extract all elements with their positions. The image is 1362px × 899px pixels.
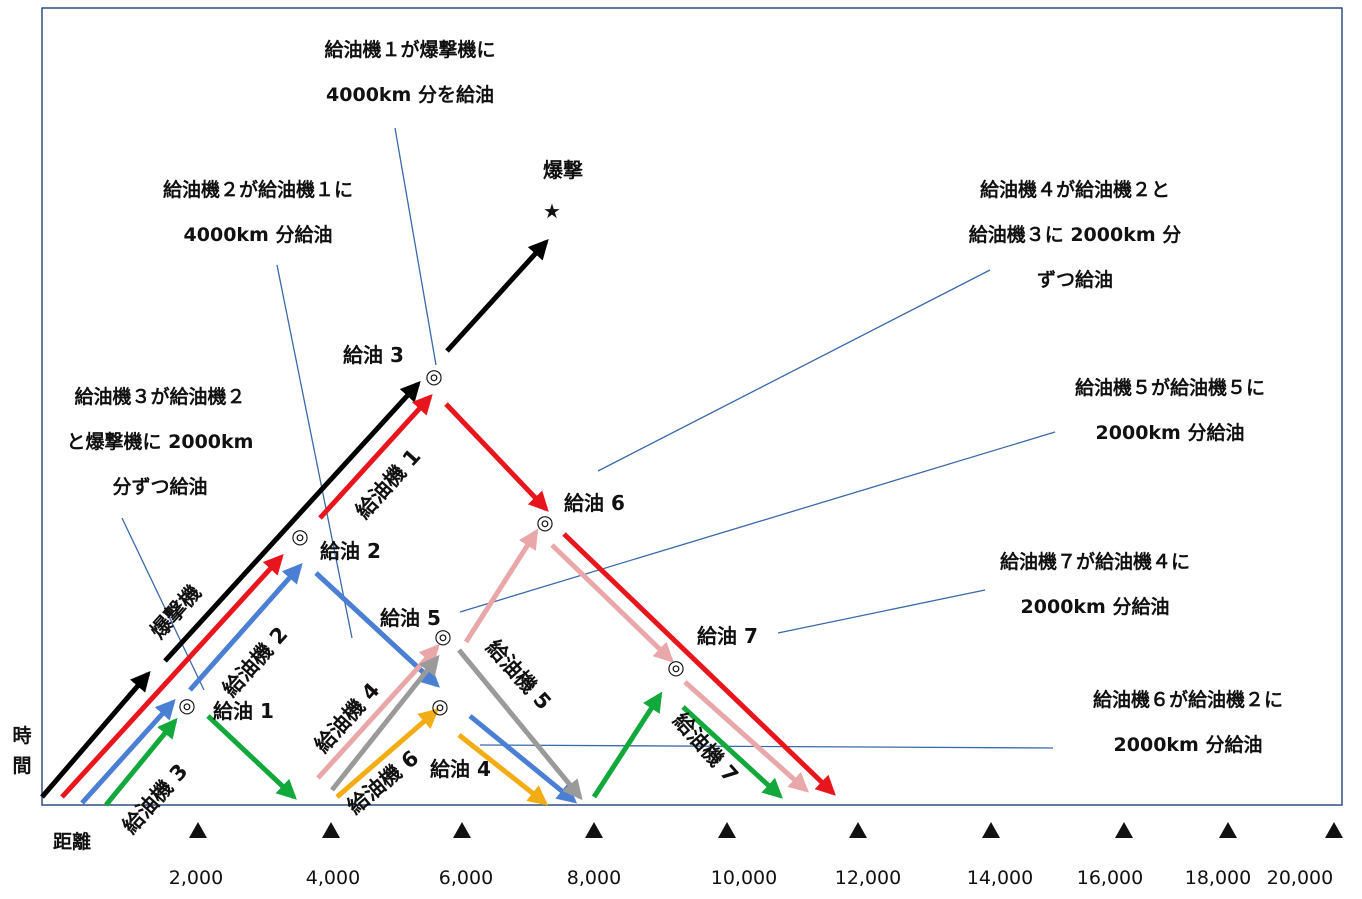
- refuel-marker-3: ◎: [425, 364, 442, 388]
- note-3-line-3: 分ずつ給油: [112, 475, 207, 498]
- t4-arrow-out-2: [463, 528, 539, 644]
- plane-label-t2: 給油機 2: [218, 622, 293, 701]
- tick-label-8: 16,000: [1077, 867, 1143, 889]
- note-3-line-2: と爆撃機に 2000km: [67, 430, 254, 453]
- note-7-line-2: 2000km 分給油: [1114, 733, 1263, 756]
- target-label: 爆撃: [543, 158, 583, 182]
- tick-label-9: 18,000: [1185, 867, 1251, 889]
- tick-marker-icon: [982, 822, 1000, 838]
- tick-label-4: 8,000: [567, 867, 621, 889]
- t3-arrow-back: [206, 714, 297, 800]
- plane-label-t7: 給油機 7: [668, 708, 743, 787]
- note-5-line-2: 2000km 分給油: [1096, 421, 1245, 444]
- tick-label-7: 14,000: [967, 867, 1033, 889]
- tick-marker-icon: [1219, 822, 1237, 838]
- tick-marker-icon: [453, 822, 471, 838]
- tick-label-3: 6,000: [439, 867, 493, 889]
- t5-arrow-back: [457, 648, 583, 801]
- tick-marker-icon: [1115, 822, 1133, 838]
- t3-arrow-out: [104, 717, 178, 807]
- t5-arrow-out: [330, 654, 440, 792]
- tick-label-10: 20,000: [1267, 867, 1333, 889]
- t1-arrow-back-2: [562, 532, 836, 796]
- note-5-line-1: 給油機５が給油機５に: [1075, 376, 1265, 399]
- refuel-label-5: 給油 5: [380, 606, 441, 630]
- t1-arrow-out-2: [318, 394, 433, 520]
- leader-lines: [121, 127, 1056, 749]
- t2-arrow-out-2: [188, 563, 303, 692]
- note-4-line-1: 給油機４が給油機２と: [980, 178, 1170, 201]
- tick-marker-icon: [849, 822, 867, 838]
- note-2-line-1: 給油機２が給油機１に: [163, 178, 353, 201]
- t4-arrow-back-2: [683, 680, 809, 793]
- t4-arrow-back-1: [550, 543, 674, 663]
- refuel-label-3: 給油 3: [343, 343, 404, 367]
- note-1-line-2: 4000km 分を給油: [326, 83, 494, 106]
- target-star-icon: ★: [543, 199, 561, 223]
- refuel-marker-5: ◎: [434, 624, 451, 648]
- refuel-marker-1: ◎: [178, 693, 195, 717]
- plane-label-t5: 給油機 5: [481, 635, 556, 714]
- bomber-arrow-1: [40, 670, 151, 799]
- note-3-line-1: 給油機３が給油機２: [74, 385, 245, 408]
- refuel-marker-7: ◎: [667, 655, 684, 679]
- leader-note-2: [276, 264, 353, 639]
- t2-arrow-back-2: [468, 714, 578, 804]
- plane-label-t3: 給油機 3: [118, 759, 193, 838]
- refuel-label-7: 給油 7: [697, 624, 758, 648]
- refuel-label-1: 給油 1: [213, 699, 274, 723]
- note-4-line-3: ずつ給油: [1037, 268, 1113, 291]
- leader-note-3: [121, 517, 205, 691]
- note-7-line-1: 給油機６が給油機２に: [1093, 688, 1283, 711]
- tick-label-1: 2,000: [169, 867, 223, 889]
- leader-note-6: [777, 589, 986, 634]
- refuel-label-6: 給油 6: [564, 491, 625, 515]
- plane-label-t1: 給油機 1: [351, 444, 426, 523]
- note-6-line-1: 給油機７が給油機４に: [1000, 550, 1190, 573]
- x-axis-label: 距離: [53, 830, 91, 853]
- refuel-marker-6: ◎: [536, 510, 553, 534]
- bomber-arrow-3: [445, 239, 549, 353]
- diagram-texts: ◎ ◎ ◎ ◎ ◎ ◎ ◎ 給油 1 給油 2 給油 3 給油 4 給油 5 給油 6 給油 7 爆撃 ★ 爆撃…: [12, 38, 1343, 889]
- note-4-line-2: 給油機３に 2000km 分: [969, 223, 1182, 246]
- y-axis-label-1: 時: [12, 725, 31, 747]
- note-1-line-1: 給油機１が爆撃機に: [324, 38, 495, 61]
- tick-label-6: 12,000: [835, 867, 901, 889]
- t6-arrow-back: [457, 733, 549, 806]
- leader-note-1: [394, 127, 437, 366]
- tick-marker-icon: [189, 822, 207, 838]
- flight-arrows: [40, 239, 836, 807]
- diagram-frame: [41, 7, 1343, 806]
- tick-marker-icon: [1325, 822, 1343, 838]
- t7-arrow-out: [591, 691, 663, 799]
- plane-label-bomber: 爆撃機: [146, 580, 206, 643]
- tick-marker-icon: [322, 822, 340, 838]
- y-axis-label-2: 間: [12, 755, 31, 777]
- note-6-line-2: 2000km 分給油: [1021, 595, 1170, 618]
- bomber-arrow-2: [163, 381, 421, 663]
- tick-marker-icon: [718, 822, 736, 838]
- note-2-line-2: 4000km 分給油: [184, 223, 333, 246]
- refuel-label-2: 給油 2: [320, 539, 381, 563]
- t7-arrow-back: [681, 705, 783, 799]
- t6-arrow-out: [335, 708, 440, 799]
- tick-label-5: 10,000: [711, 867, 777, 889]
- t1-arrow-out-1: [60, 554, 284, 799]
- refuel-label-4: 給油 4: [430, 757, 491, 781]
- leader-note-5: [459, 431, 1056, 613]
- leader-note-4: [597, 269, 991, 472]
- tick-label-2: 4,000: [306, 867, 360, 889]
- tick-marker-icon: [585, 822, 603, 838]
- refuel-marker-4: ◎: [431, 694, 448, 718]
- t4-arrow-out-1: [316, 644, 440, 780]
- t1-arrow-back-1: [444, 402, 549, 512]
- refuel-marker-2: ◎: [291, 524, 308, 548]
- leader-note-7: [479, 744, 1054, 749]
